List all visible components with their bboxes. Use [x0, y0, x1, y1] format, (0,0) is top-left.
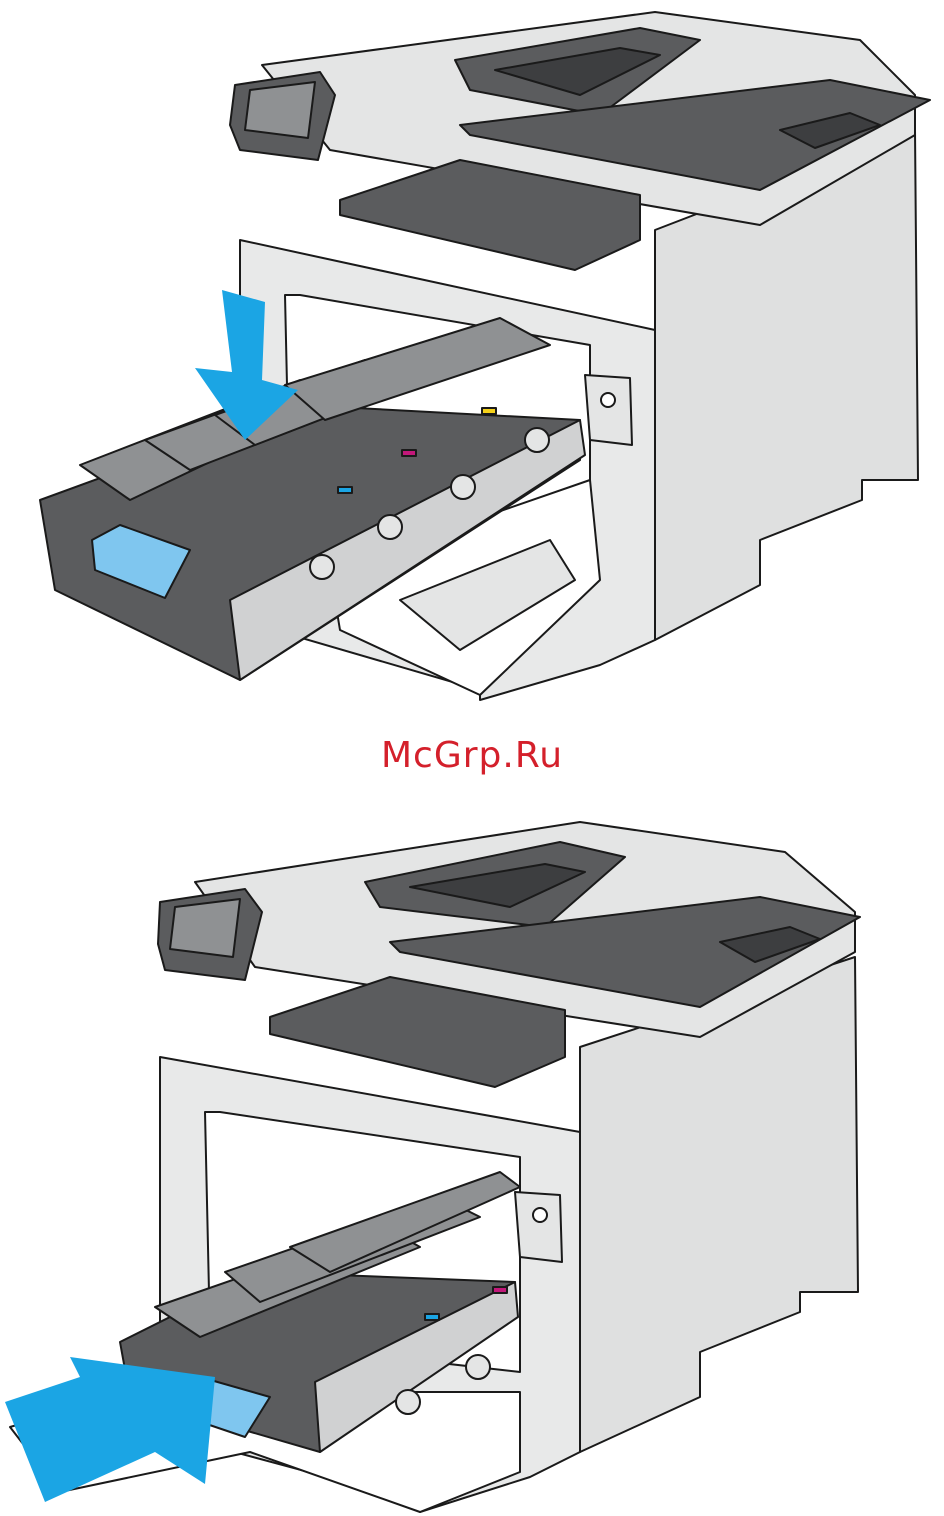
printer-side-panel: [580, 957, 858, 1452]
printer-illustration-drawer-open: [0, 0, 944, 705]
door-latch: [585, 375, 632, 445]
touchscreen: [245, 82, 315, 138]
magenta-tab: [493, 1287, 507, 1293]
printer-illustration-drawer-closing: [0, 812, 944, 1516]
watermark: McGrp.Ru: [0, 735, 944, 776]
magenta-tab: [402, 450, 416, 456]
yellow-tab: [482, 408, 496, 414]
touchscreen: [170, 899, 240, 957]
cyan-tab: [338, 487, 352, 493]
printer-drawer-open-svg: [0, 0, 944, 705]
door-latch: [515, 1192, 562, 1262]
printer-drawer-closing-svg: [0, 812, 944, 1516]
cyan-tab: [425, 1314, 439, 1320]
